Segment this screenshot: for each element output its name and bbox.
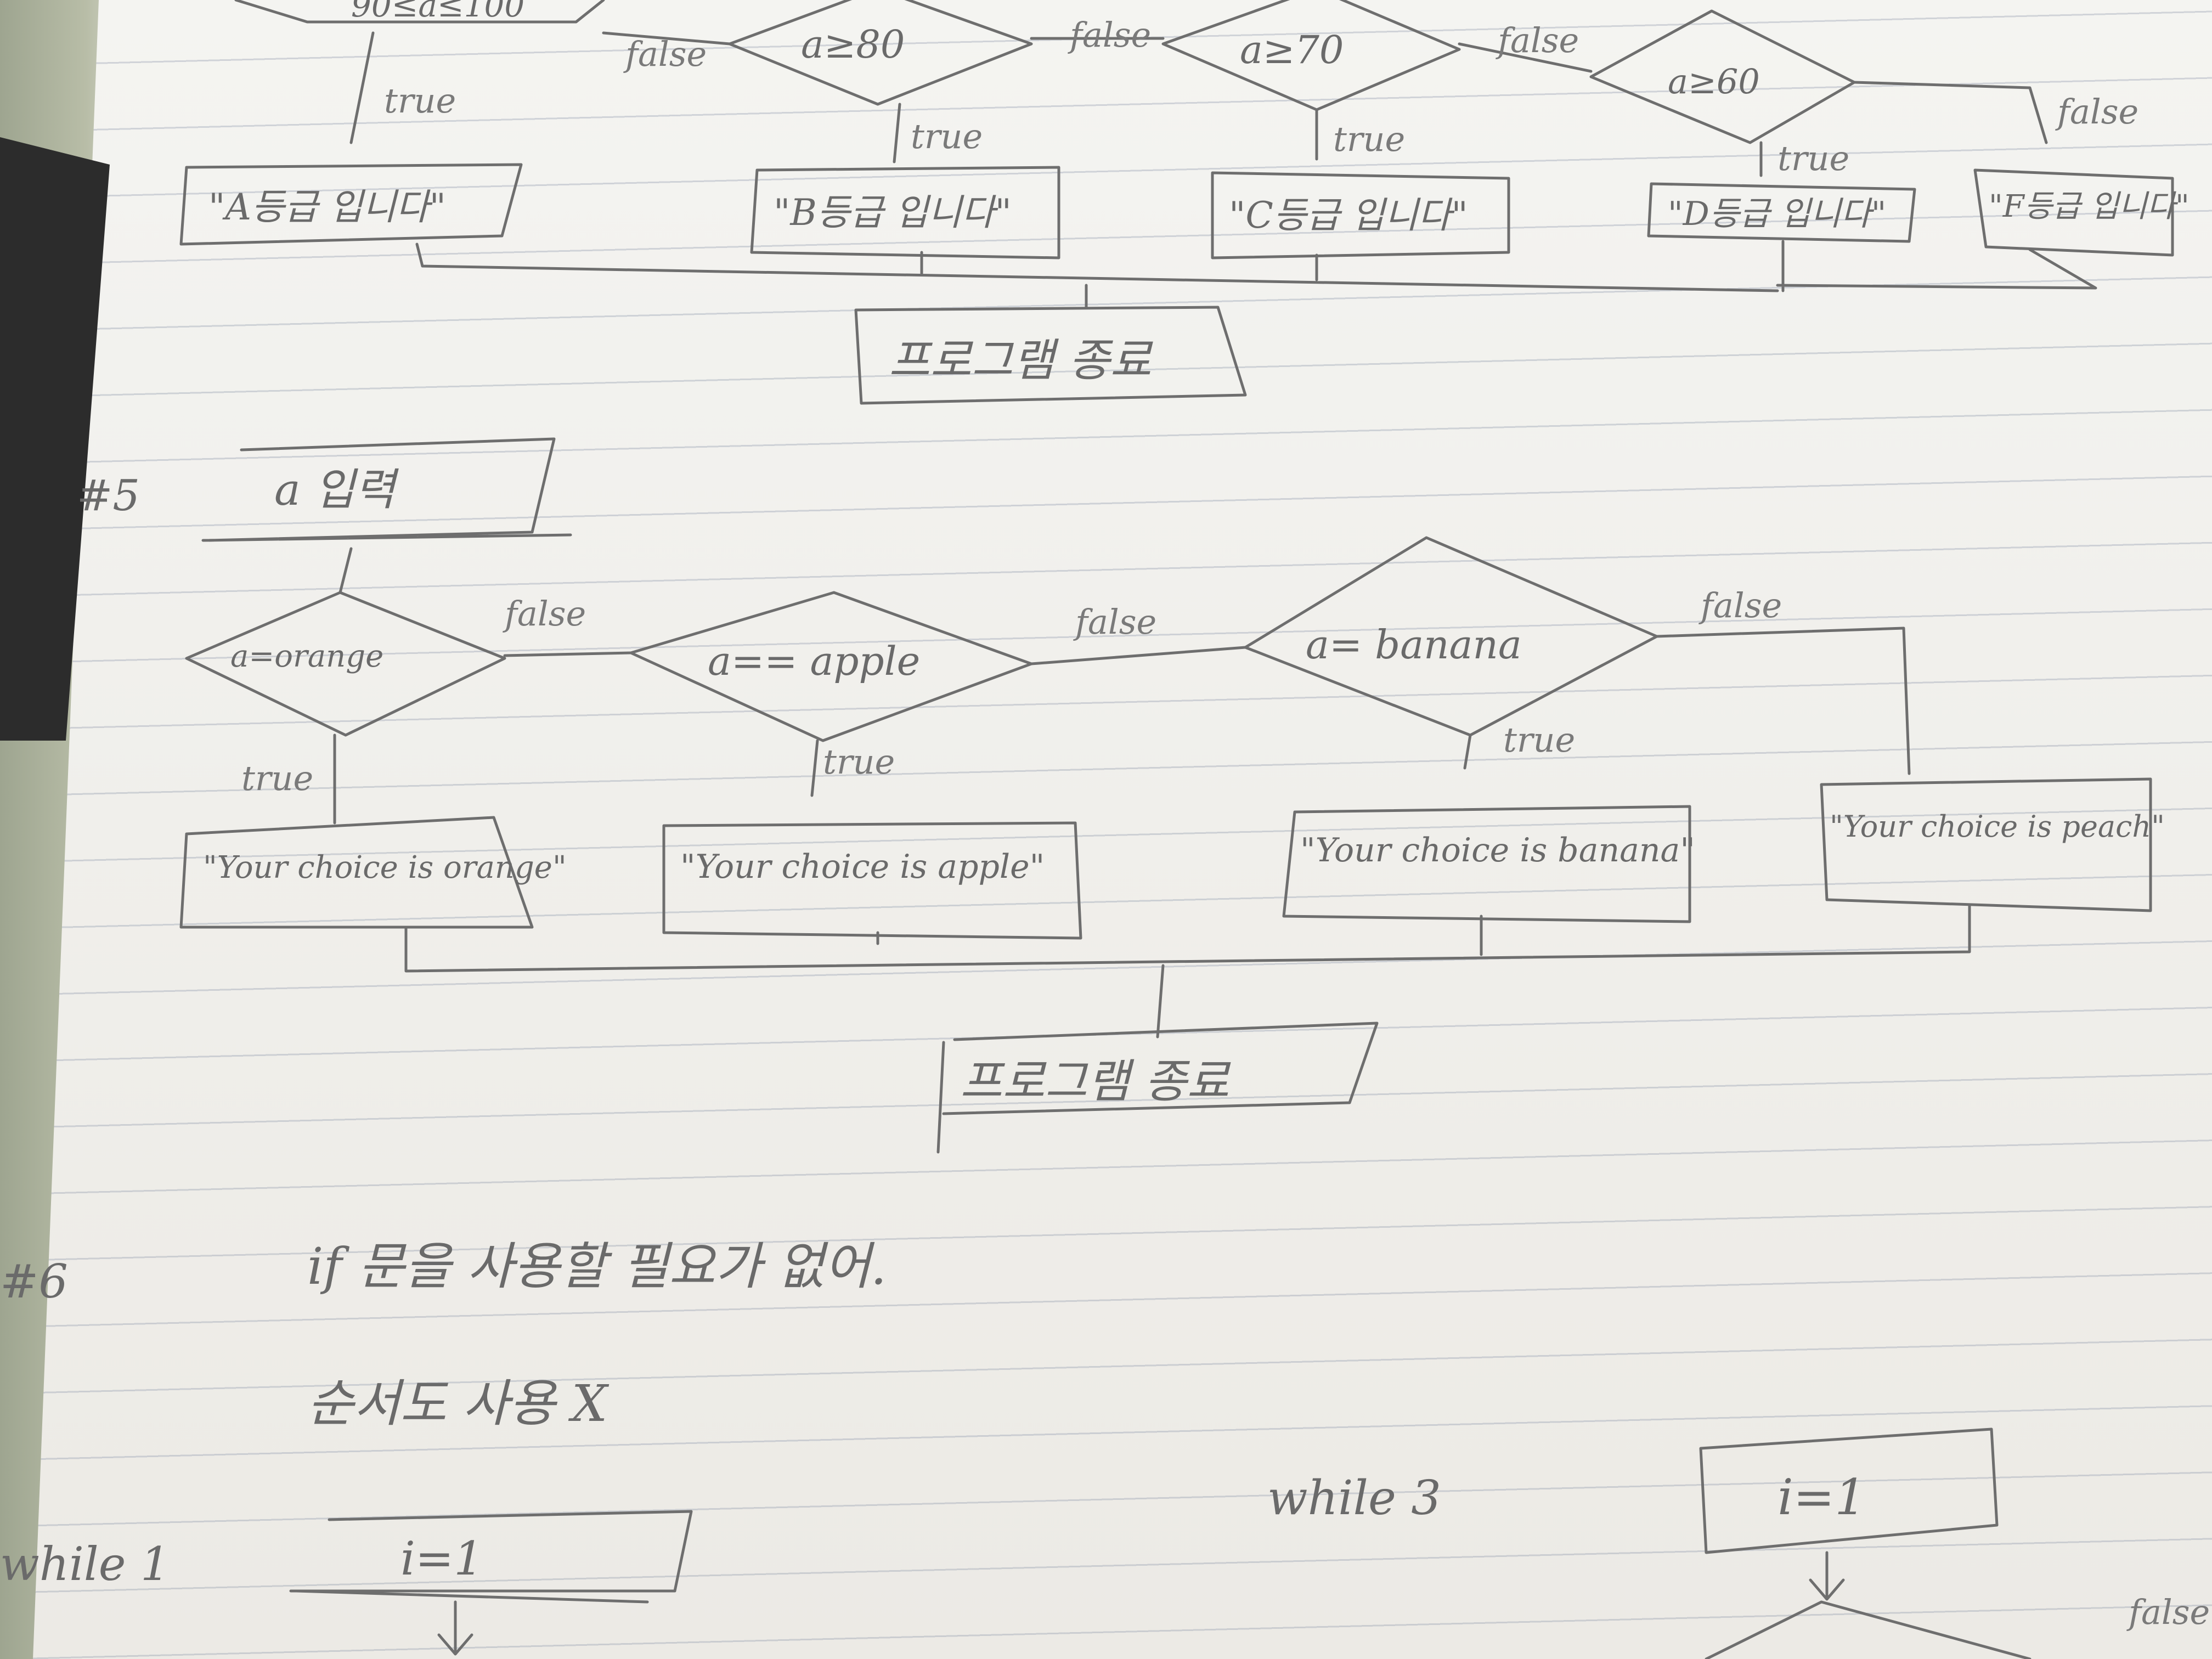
box-while-1 [289, 1510, 693, 1604]
false-label: false [1068, 15, 1151, 55]
box-apple [662, 821, 1082, 940]
end-2: 프로그램 종료 [960, 1054, 1231, 1108]
while-3-box: i=1 [1778, 1469, 1866, 1526]
box-end-1 [854, 306, 1247, 405]
out-apple: "Your choice is apple" [680, 848, 1045, 886]
true-label: true [384, 81, 456, 121]
while-3-label: while 3 [1267, 1471, 1441, 1526]
out-f: "F등급 입니다" [1989, 189, 2190, 224]
false-label: false [1073, 602, 1156, 642]
box-input [201, 437, 572, 542]
box-while-3 [1699, 1427, 1999, 1554]
false-label: false [623, 34, 707, 74]
fruit-flowchart: #5 a 입력 a=orange a== apple a= banana fal… [77, 437, 2165, 1154]
diamond-orange [185, 591, 506, 737]
out-a: "A등급 입니다" [208, 186, 446, 228]
box-banana [1282, 805, 1691, 923]
note-line-1: if 문을 사용할 필요가 없어. [307, 1237, 887, 1296]
out-banana: "Your choice is banana" [1300, 831, 1695, 870]
while-1: while 1 i=1 [0, 1510, 693, 1656]
false-label: false [503, 594, 586, 634]
cond-a70: a≥70 [1240, 27, 1344, 72]
cond-a80: a≥80 [801, 22, 905, 67]
diamond-a70 [1161, 0, 1461, 111]
box-peach [1820, 777, 2152, 912]
input-a: a 입력 [274, 464, 399, 515]
note-line-2: 순서도 사용 X [307, 1374, 610, 1433]
note-6: #6 if 문을 사용할 필요가 없어. 순서도 사용 X [0, 1237, 887, 1433]
true-label: true [911, 116, 983, 156]
diamond-while-3 [1705, 1600, 2032, 1659]
grade-flowchart: 90≤a≤100 a≥80 a≥70 a≥60 false false fals… [179, 0, 2190, 405]
out-b: "B등급 입니다" [774, 191, 1012, 234]
false-label: false [1496, 20, 1579, 60]
box-out-b [750, 166, 1060, 259]
diamond-a80 [728, 0, 1033, 106]
box-out-d [1647, 182, 1916, 243]
box-out-c [1211, 171, 1510, 259]
box-out-a [179, 163, 523, 246]
false-label: false [2126, 1592, 2210, 1632]
true-label: true [1778, 138, 1849, 178]
box-end-2 [936, 1022, 1379, 1154]
true-label: true [823, 742, 895, 782]
box-orange [179, 816, 534, 929]
cond-banana: a= banana [1306, 622, 1522, 668]
while-1-box: i=1 [400, 1532, 483, 1585]
false-label: false [2055, 92, 2138, 132]
out-orange: "Your choice is orange" [203, 850, 567, 885]
cond-a60: a≥60 [1668, 61, 1760, 101]
section-5-label: #5 [77, 471, 140, 521]
true-label: true [241, 758, 313, 798]
false-label: false [1699, 585, 1782, 625]
section-6-label: #6 [0, 1255, 68, 1308]
out-peach: "Your choice is peach" [1830, 809, 2165, 844]
cond-top: 90≤a≤100 [351, 0, 524, 24]
while-1-label: while 1 [0, 1537, 170, 1591]
diamond-top [234, 0, 605, 24]
true-label: true [1333, 119, 1405, 159]
cond-orange: a=orange [230, 639, 383, 674]
while-3: while 3 i=1 false [1267, 1427, 2210, 1659]
cond-apple: a== apple [708, 638, 920, 684]
out-d: "D등급 입니다" [1668, 195, 1886, 233]
end-1: 프로그램 종료 [889, 335, 1153, 387]
out-c: "C등급 입니다" [1229, 194, 1468, 236]
true-label: true [1503, 720, 1575, 760]
box-out-f [1973, 168, 2174, 257]
